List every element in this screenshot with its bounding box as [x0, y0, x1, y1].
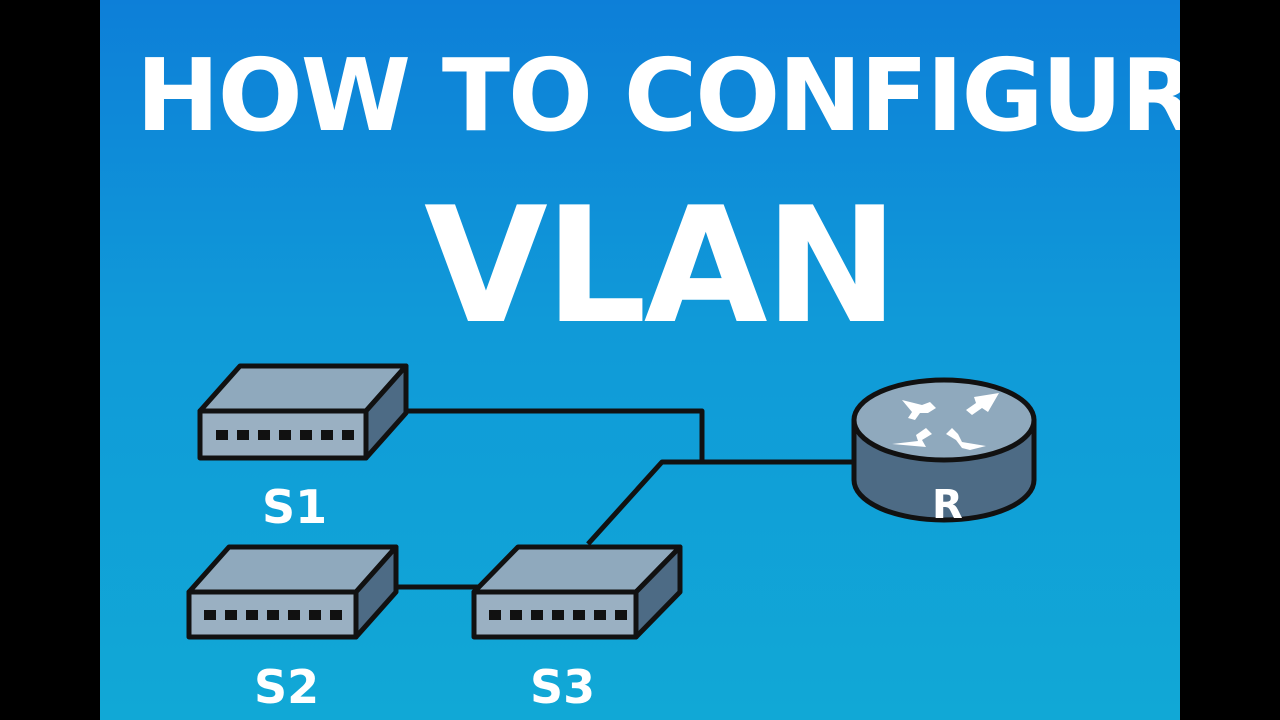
switch-s1-ports	[216, 430, 354, 440]
label-router: R	[932, 482, 963, 528]
switch-s2-ports	[204, 610, 342, 620]
link-s1-to-router	[406, 408, 705, 462]
switch-s2-icon	[186, 544, 399, 640]
router-arrows-icon	[892, 393, 999, 450]
switch-s1-icon	[197, 363, 409, 461]
title-line-1: HOW TO CONFIGURE	[136, 37, 1180, 154]
label-s3: S3	[530, 660, 595, 714]
label-s2: S2	[254, 660, 319, 714]
thumbnail-panel: HOW TO CONFIGURE VLAN	[100, 0, 1180, 720]
switch-s3-ports	[489, 610, 627, 620]
router-icon	[851, 377, 1037, 523]
router-top	[851, 377, 1037, 463]
connection-lines	[396, 408, 856, 590]
title-line-2: VLAN	[424, 172, 899, 359]
switch-s3-icon	[471, 544, 683, 640]
link-s3-to-router	[586, 459, 856, 546]
label-s1: S1	[262, 480, 327, 534]
network-diagram: S1 S2 S3 R	[186, 363, 1037, 714]
